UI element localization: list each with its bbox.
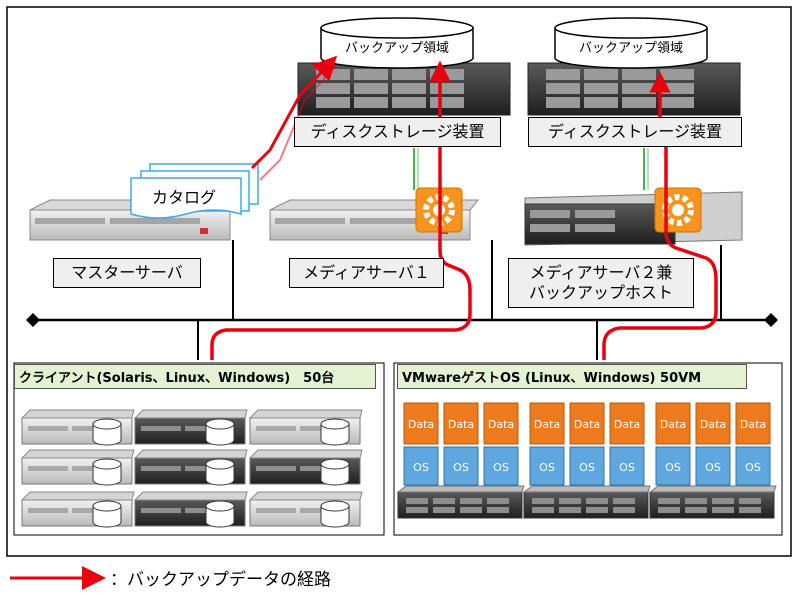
- gear-icon-media-server-2: [654, 187, 702, 233]
- backup-area-label-2: バックアップ領域: [579, 40, 683, 56]
- vm-os-label: OS: [665, 461, 681, 474]
- disk-cylinder-icon: [320, 458, 350, 486]
- media-server-2-label: メディアサーバ２兼 バックアップホスト: [508, 258, 694, 308]
- vm-host-server-icon: [396, 485, 525, 519]
- backup-area-cylinder-2: [554, 17, 708, 69]
- vm-data-box: Data: [483, 402, 519, 445]
- vm-data-label: Data: [448, 418, 474, 431]
- vm-data-label: Data: [408, 418, 434, 431]
- catalog-document-icon: [130, 163, 259, 219]
- vm-data-label: Data: [660, 418, 686, 431]
- vm-os-label: OS: [745, 461, 761, 474]
- vm-group-label: VMwareゲストOS (Linux、Windows) 50VM: [397, 364, 747, 389]
- vm-os-box: OS: [403, 446, 439, 486]
- vm-host-server-icon: [648, 485, 777, 519]
- vm-host-server-icon: [522, 485, 651, 519]
- vm-os-box: OS: [569, 446, 605, 486]
- disk-cylinder-icon: [92, 418, 122, 446]
- disk-storage-label-1: ディスクストレージ装置: [294, 117, 501, 147]
- vm-os-box: OS: [655, 446, 691, 486]
- vm-os-label: OS: [619, 461, 635, 474]
- vm-os-box: OS: [529, 446, 565, 486]
- outer-frame: [6, 6, 792, 557]
- vm-data-box: Data: [403, 402, 439, 445]
- disk-cylinder-icon: [320, 500, 350, 528]
- disk-storage-array-1: [297, 62, 511, 116]
- vm-os-box: OS: [443, 446, 479, 486]
- vm-data-box: Data: [569, 402, 605, 445]
- media-server-2-label-line1: メディアサーバ２兼: [529, 263, 673, 282]
- vm-data-box: Data: [655, 402, 691, 445]
- vm-data-box: Data: [735, 402, 771, 445]
- backup-area-cylinder-1: [320, 17, 474, 69]
- vm-os-label: OS: [413, 461, 429, 474]
- vm-data-box: Data: [443, 402, 479, 445]
- vm-data-label: Data: [614, 418, 640, 431]
- disk-storage-array-2: [527, 62, 741, 116]
- vm-os-box: OS: [483, 446, 519, 486]
- disk-cylinder-icon: [205, 418, 235, 446]
- network-end-right: [764, 313, 778, 327]
- vm-data-box: Data: [695, 402, 731, 445]
- vm-os-box: OS: [735, 446, 771, 486]
- network-end-left: [26, 313, 40, 327]
- disk-cylinder-icon: [92, 458, 122, 486]
- catalog-path-b: [259, 65, 337, 181]
- disk-cylinder-icon: [205, 458, 235, 486]
- catalog-label: カタログ: [152, 188, 216, 207]
- vm-data-label: Data: [740, 418, 766, 431]
- vm-os-label: OS: [453, 461, 469, 474]
- disk-cylinder-icon: [205, 500, 235, 528]
- vm-os-label: OS: [539, 461, 555, 474]
- vm-data-box: Data: [609, 402, 645, 445]
- backup-area-label-1: バックアップ領域: [345, 40, 449, 56]
- master-server-label: マスターサーバ: [53, 258, 201, 288]
- vm-os-box: OS: [609, 446, 645, 486]
- vm-os-label: OS: [705, 461, 721, 474]
- catalog-path-a: [250, 55, 338, 170]
- media-server-2-icon: [524, 191, 743, 246]
- media-server-1-label: メディアサーバ１: [289, 258, 444, 288]
- clients-group-label: クライアント(Solaris、Linux、Windows) 50台: [14, 364, 376, 389]
- vm-data-label: Data: [488, 418, 514, 431]
- disk-cylinder-icon: [320, 418, 350, 446]
- vm-os-label: OS: [493, 461, 509, 474]
- vm-data-box: Data: [529, 402, 565, 445]
- vm-data-label: Data: [534, 418, 560, 431]
- vm-data-label: Data: [700, 418, 726, 431]
- vm-os-label: OS: [579, 461, 595, 474]
- media-server-2-label-line2: バックアップホスト: [528, 283, 673, 302]
- disk-storage-label-2: ディスクストレージ装置: [528, 117, 742, 147]
- disk-cylinder-icon: [92, 500, 122, 528]
- vm-data-label: Data: [574, 418, 600, 431]
- vm-os-box: OS: [695, 446, 731, 486]
- legend-text: ：バックアップデータの経路: [110, 570, 331, 590]
- client-servers: [20, 409, 363, 528]
